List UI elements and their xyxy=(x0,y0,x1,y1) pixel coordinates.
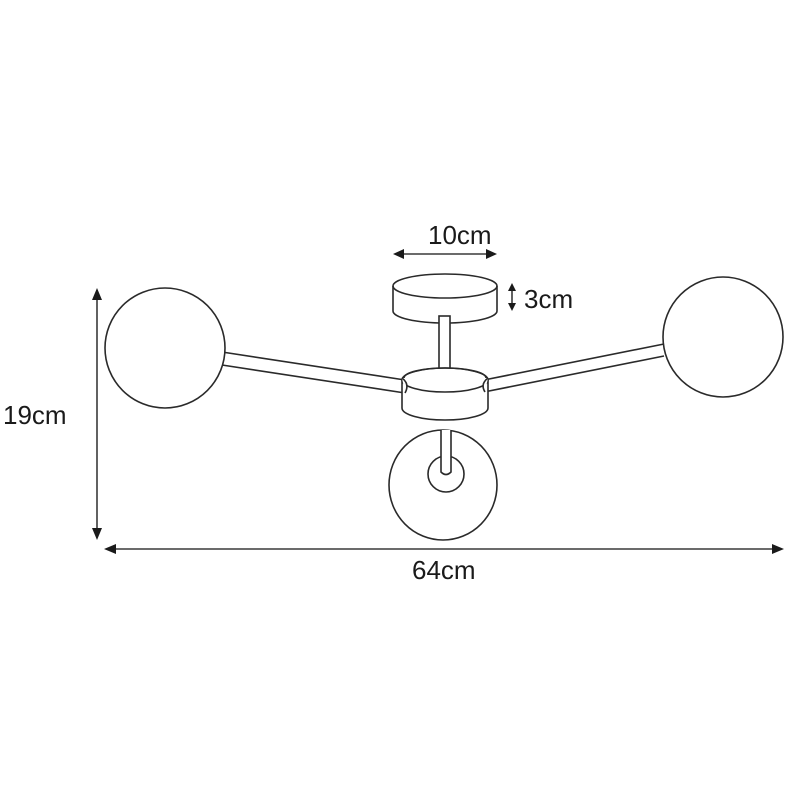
arrow-down-icon xyxy=(92,528,102,540)
canopy-width-dimension-line xyxy=(393,249,497,259)
right-globe xyxy=(662,276,784,398)
height-dimension-line xyxy=(92,288,102,540)
central-hub xyxy=(401,367,489,421)
total-width-label: 64cm xyxy=(412,555,476,585)
front-globe xyxy=(388,429,498,541)
arrow-right-icon xyxy=(772,544,784,554)
stem xyxy=(438,315,451,371)
arrow-up-icon xyxy=(92,288,102,300)
width-dimension-line xyxy=(104,544,784,554)
ceiling-canopy xyxy=(392,273,498,324)
left-arm xyxy=(221,351,406,394)
left-globe xyxy=(104,287,226,409)
arrow-left-icon xyxy=(104,544,116,554)
canopy-width-label: 10cm xyxy=(428,220,492,250)
canopy-height-label: 3cm xyxy=(524,284,574,314)
canopy-height-dimension-line xyxy=(508,283,516,311)
right-arm xyxy=(483,343,665,393)
total-height-label: 19cm xyxy=(3,400,67,430)
